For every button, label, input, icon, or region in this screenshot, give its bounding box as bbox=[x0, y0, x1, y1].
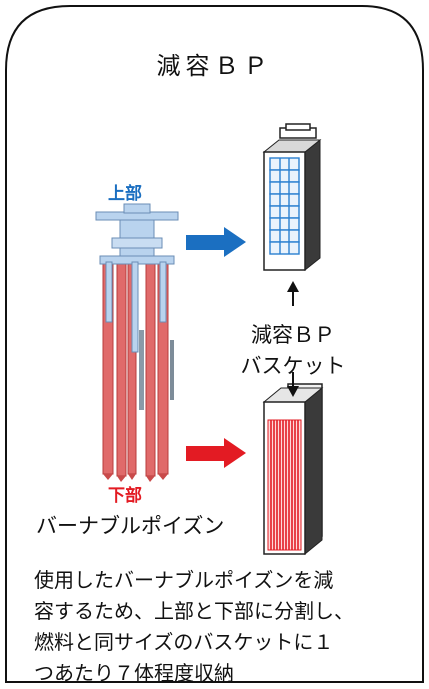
arrow-to-upper-basket bbox=[287, 281, 299, 306]
upper-basket bbox=[262, 123, 322, 272]
upper-part-label: 上部 bbox=[108, 184, 142, 204]
burnable-poison-assembly bbox=[95, 203, 179, 482]
lower-part-label: 下部 bbox=[108, 486, 142, 506]
burnable-poison-label: バーナブルポイズン bbox=[36, 514, 225, 538]
basket-label-line2: バスケット bbox=[240, 354, 346, 378]
description-line-4: つあたり７体程度収納 bbox=[34, 661, 234, 685]
upper-part-hardware bbox=[95, 203, 179, 353]
description-line-3: 燃料と同サイズのバスケットに１ bbox=[34, 630, 334, 654]
diagram-title: 減容ＢＰ bbox=[156, 52, 273, 80]
description-text: 使用したバーナブルポイズンを減 容するため、上部と下部に分割し、 燃料と同サイズ… bbox=[34, 565, 408, 689]
lower-basket bbox=[262, 383, 324, 556]
basket-label: 減容ＢＰ バスケット bbox=[218, 320, 368, 382]
lower-arrow bbox=[186, 438, 246, 468]
description-line-1: 使用したバーナブルポイズンを減 bbox=[34, 568, 334, 592]
description-line-2: 容するため、上部と下部に分割し、 bbox=[34, 599, 354, 623]
upper-arrow bbox=[186, 227, 246, 257]
basket-label-line1: 減容ＢＰ bbox=[251, 323, 335, 347]
arrow-to-lower-basket bbox=[287, 372, 299, 397]
lower-part-rods bbox=[102, 257, 174, 482]
